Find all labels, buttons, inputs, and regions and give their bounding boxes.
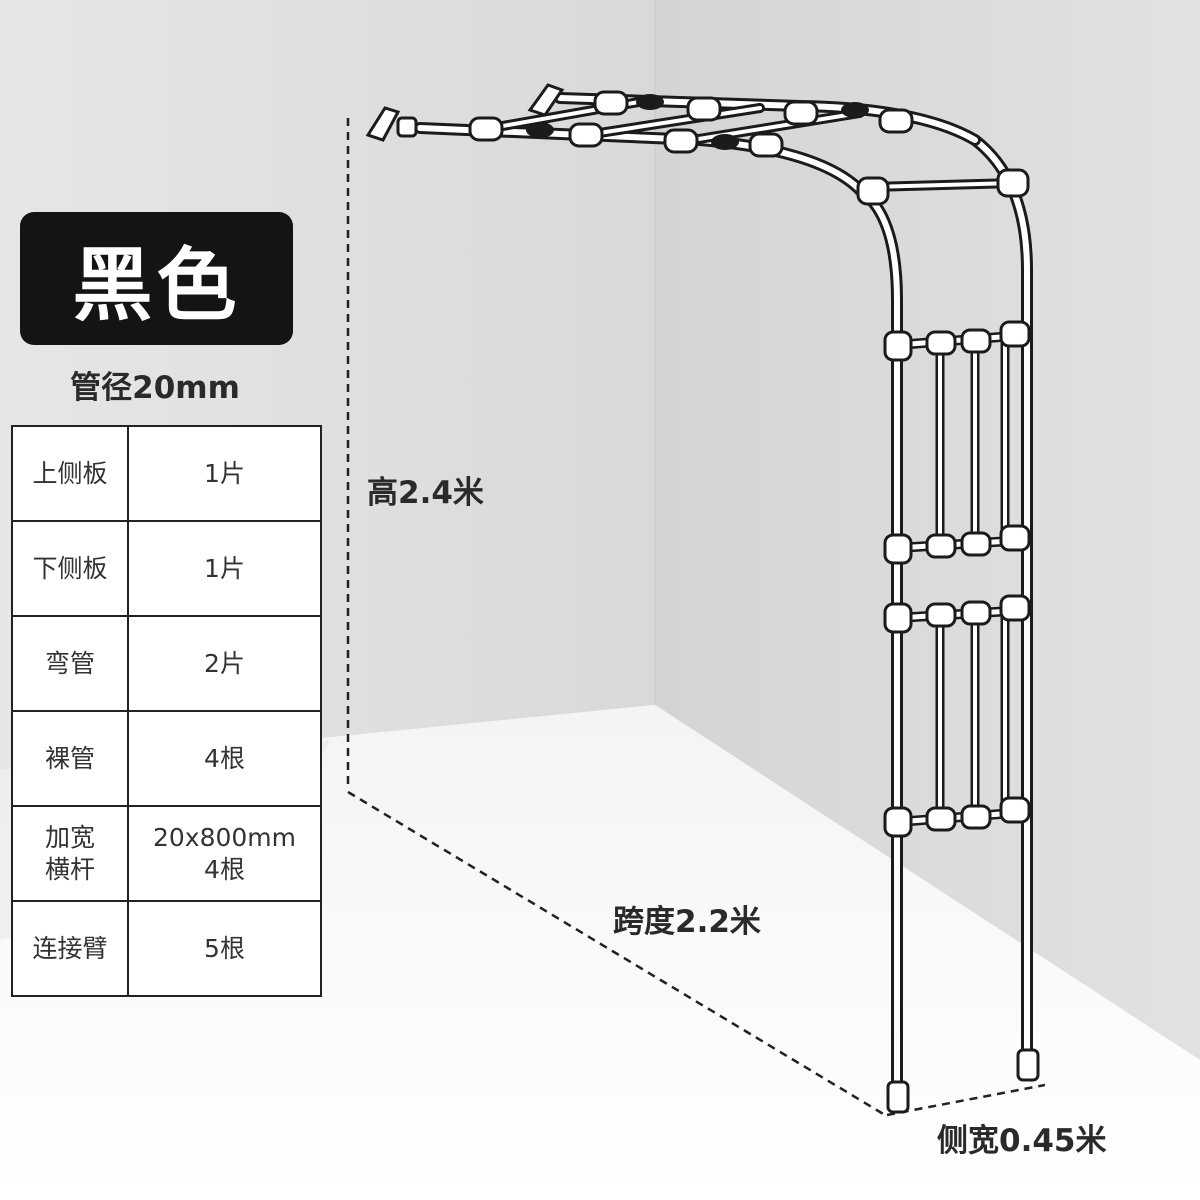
table-row: 下侧板 1片 xyxy=(11,520,322,617)
part-name: 横杆 xyxy=(44,854,95,884)
table-row: 连接臂 5根 xyxy=(11,900,322,997)
part-quantity-cell: 1片 xyxy=(127,425,322,522)
part-quantity: 4根 xyxy=(204,854,245,884)
span-label: 跨度2.2米 xyxy=(613,904,761,940)
dark-joints xyxy=(526,94,869,150)
color-label: 黑色 xyxy=(72,238,241,332)
part-quantity-cell: 5根 xyxy=(127,900,322,997)
part-name: 弯管 xyxy=(44,648,95,678)
height-label: 高2.4米 xyxy=(367,475,484,511)
dimension-lines xyxy=(346,118,1046,1117)
part-quantity: 20x800mm xyxy=(152,823,297,853)
part-name: 加宽 xyxy=(44,823,95,853)
part-name: 下侧板 xyxy=(32,553,108,583)
part-name-cell: 下侧板 xyxy=(11,520,129,617)
part-quantity-cell: 2片 xyxy=(127,615,322,712)
part-quantity: 1片 xyxy=(204,553,245,583)
part-quantity: 5根 xyxy=(204,933,245,963)
part-name: 上侧板 xyxy=(32,458,108,488)
part-quantity-cell: 1片 xyxy=(127,520,322,617)
part-name: 裸管 xyxy=(44,743,95,773)
part-quantity: 2片 xyxy=(204,648,245,678)
table-row: 上侧板 1片 xyxy=(11,425,322,522)
part-name-cell: 连接臂 xyxy=(11,900,129,997)
part-name-cell: 裸管 xyxy=(11,710,129,807)
part-quantity: 4根 xyxy=(204,743,245,773)
part-name-cell: 弯管 xyxy=(11,615,129,712)
color-badge: 黑色 xyxy=(20,212,293,345)
arch-joints xyxy=(468,90,1040,1114)
pipe-diameter: 管径20mm xyxy=(70,370,240,406)
side-width-label: 侧宽0.45米 xyxy=(937,1123,1107,1159)
part-quantity-cell: 4根 xyxy=(127,710,322,807)
part-name-cell: 上侧板 xyxy=(11,425,129,522)
table-row: 裸管 4根 xyxy=(11,710,322,807)
part-name-cell: 加宽横杆 xyxy=(11,805,129,902)
part-name: 连接臂 xyxy=(32,933,108,963)
part-quantity: 1片 xyxy=(204,458,245,488)
table-row: 弯管 2片 xyxy=(11,615,322,712)
wall-mount-brackets xyxy=(365,83,565,142)
